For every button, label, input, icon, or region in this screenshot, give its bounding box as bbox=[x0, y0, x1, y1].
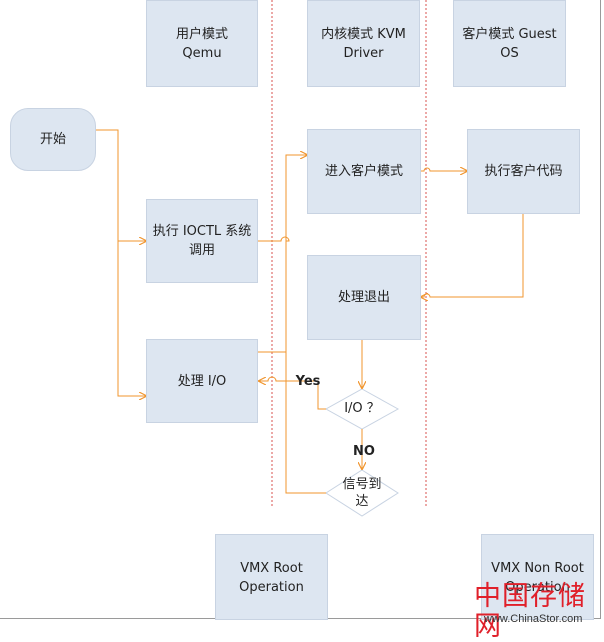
arrow-start-handleio bbox=[117, 241, 146, 396]
lane-header-user: 用户模式 Qemu bbox=[146, 0, 258, 87]
yes-edge-label: Yes bbox=[295, 374, 321, 389]
arrow-signal-loop bbox=[285, 241, 326, 494]
exec-guest-node: 执行客户代码 bbox=[467, 129, 580, 214]
ioctl-node: 执行 IOCTL 系统 调用 bbox=[146, 199, 258, 283]
connector-layer bbox=[96, 0, 524, 517]
no-edge-label: NO bbox=[353, 444, 375, 459]
vmx-non-root-box: VMX Non Root Operation bbox=[481, 534, 594, 620]
vmx-root-box: VMX Root Operation bbox=[215, 534, 328, 620]
arrow-ioctl-enterguest bbox=[258, 155, 307, 242]
arrow-execguest-handleexit bbox=[421, 214, 524, 297]
arrow-enterguest-execguest bbox=[421, 168, 467, 171]
enter-guest-node: 进入客户模式 bbox=[307, 129, 421, 214]
lane-header-guest: 客户模式 Guest OS bbox=[453, 0, 566, 87]
handle-io-node: 处理 I/O bbox=[146, 339, 258, 423]
arrow-io-yes-handleio bbox=[259, 376, 326, 410]
watermark-logo: 中国存储网 bbox=[474, 581, 586, 642]
start-node: 开始 bbox=[10, 108, 96, 171]
io-decision-label: I/O ？ bbox=[344, 401, 380, 416]
arrow-start-ioctl bbox=[96, 129, 146, 241]
lane-header-kernel: 内核模式 KVM Driver bbox=[307, 0, 420, 87]
handle-exit-node: 处理退出 bbox=[307, 255, 421, 340]
signal-decision-label: 信号到 达 bbox=[342, 477, 382, 509]
watermark-url: www.ChinaStor.com bbox=[484, 613, 583, 625]
signal-decision-shape bbox=[325, 469, 399, 517]
